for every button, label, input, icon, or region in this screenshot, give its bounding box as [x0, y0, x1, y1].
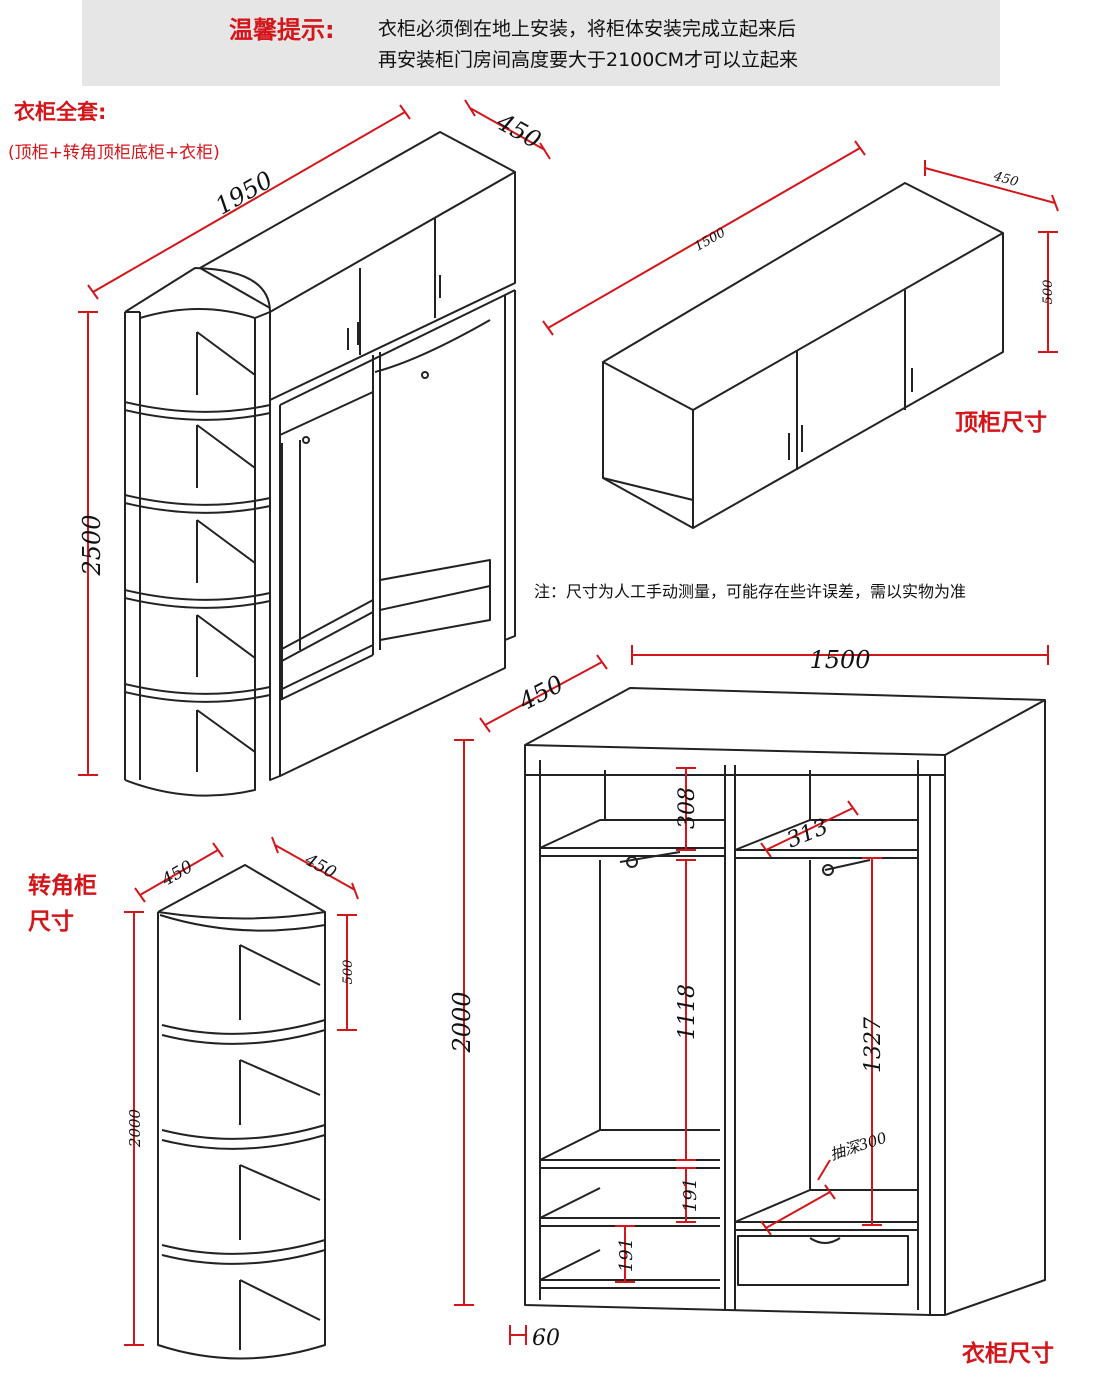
top-cabinet-title: 顶柜尺寸 [955, 410, 1047, 436]
notice-line-2: 再安装柜门房间高度要大于2100CM才可以立起来 [378, 49, 799, 71]
full-set-title: 衣柜全套: [14, 100, 107, 124]
wardrobe-height-label: 2000 [448, 991, 476, 1053]
wardrobe-shelf-b-label: 191 [616, 1238, 637, 1272]
wardrobe-left-hanging-label: 1118 [675, 984, 700, 1040]
corner-cabinet-drawing [157, 864, 326, 1360]
top-cabinet-drawing [602, 182, 1004, 529]
measurement-note: 注：尺寸为人工手动测量，可能存在些许误差，需以实物为准 [534, 582, 967, 601]
corner-height-label: 2000 [126, 1108, 144, 1148]
corner-cabinet-title-line2: 尺寸 [28, 909, 74, 935]
corner-cabinet-title-line1: 转角柜 [28, 873, 97, 899]
full-set-depth-label: 450 [491, 107, 546, 154]
wardrobe-drawer-depth-label: 抽深300 [828, 1128, 890, 1163]
wardrobe-width-label: 1500 [809, 646, 870, 674]
top-cabinet-height-label: 500 [1041, 280, 1056, 305]
top-cabinet-width-label: 1500 [692, 225, 728, 255]
full-set-subtitle: (顶柜+转角顶柜底柜+衣柜) [8, 143, 220, 163]
full-set-width-label: 1950 [211, 166, 278, 221]
wardrobe-base-label: 60 [532, 1326, 560, 1351]
wardrobe-top-shelf-label: 308 [675, 787, 700, 829]
notice-line-1: 衣柜必须倒在地上安装，将柜体安装完成立起来后 [378, 18, 797, 40]
full-set-height-label: 2500 [78, 514, 106, 576]
wardrobe-depth-label: 450 [514, 670, 568, 717]
wardrobe-title: 衣柜尺寸 [962, 1341, 1054, 1367]
wardrobe-right-hanging-label: 1327 [861, 1017, 886, 1073]
top-cabinet-depth-label: 450 [991, 169, 1020, 191]
corner-depth-left-label: 450 [158, 857, 197, 891]
notice-title: 温馨提示: [229, 16, 335, 44]
notice-banner: 温馨提示: 衣柜必须倒在地上安装，将柜体安装完成立起来后 再安装柜门房间高度要大… [82, 0, 1000, 86]
dimension-lines [78, 99, 1059, 1346]
wardrobe-shelf-a-label: 191 [680, 1178, 701, 1212]
wardrobe-drawing [524, 687, 1046, 1316]
wardrobe-inner-depth-label: 313 [783, 815, 831, 854]
full-set-drawing [124, 131, 516, 797]
corner-top-section-label: 500 [341, 960, 356, 985]
